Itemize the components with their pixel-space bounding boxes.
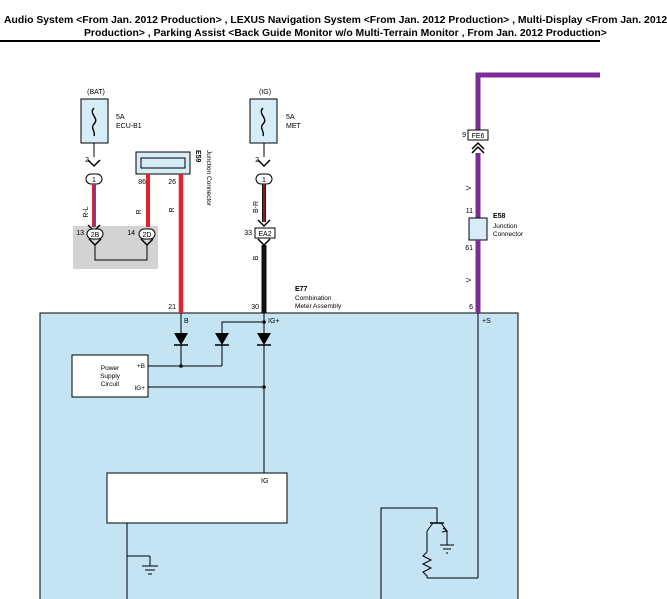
fuse-ecu-b1-box <box>80 98 109 144</box>
junction-connector-e59 <box>135 151 191 175</box>
title-line-1: Audio System <From Jan. 2012 Production>… <box>4 15 667 26</box>
wiring-diagram: (BAT) 5A ECU-B1 2 1 R-L 13 2B E59 Juncti… <box>39 72 600 599</box>
wire-color-r-2d: R <box>136 209 143 214</box>
svg-text:1: 1 <box>262 177 266 184</box>
ground-icon <box>142 556 158 575</box>
resistor-icon <box>421 551 433 578</box>
meter-pin-b-label: B <box>184 318 189 325</box>
ig-source-label: (IG) <box>259 89 271 96</box>
junction-e58-pin-11: 11 <box>466 208 473 215</box>
junction-e58-id: E58 <box>493 213 506 220</box>
junction-e59-id: E59 <box>194 150 201 163</box>
wire-color-r-meter: R <box>169 207 176 212</box>
fuse-ecu-b1-name: ECU-B1 <box>116 123 142 130</box>
junction-e58-pin-61: 61 <box>465 245 473 252</box>
svg-text:FE6: FE6 <box>472 133 485 140</box>
connector-fe6 <box>467 129 489 141</box>
wire-color-r-l: R-L <box>83 206 90 217</box>
connector-2b-pin: 13 <box>76 230 84 237</box>
junction-connector-e58 <box>468 217 488 241</box>
meter-id: E77 <box>295 286 308 293</box>
svg-text:2D: 2D <box>143 232 152 239</box>
ig-box-label: IG <box>261 478 268 485</box>
title-line-2: Production> , Parking Assist <Back Guide… <box>84 28 607 39</box>
junction-e59-label: Junction Connector <box>205 150 212 207</box>
psu-line-3: Circuit <box>101 381 120 388</box>
connector-ea2 <box>254 227 276 239</box>
meter-pin-6: 6 <box>469 304 473 311</box>
psu-pin-b: +B <box>137 363 145 370</box>
junction-e59-pin-26: 26 <box>168 179 176 186</box>
meter-label-2: Meter Assembly <box>295 303 342 310</box>
meter-pin-s-label: +S <box>482 318 491 325</box>
svg-text:EA2: EA2 <box>258 231 271 238</box>
svg-text:1: 1 <box>92 177 96 184</box>
fuse-icon <box>91 107 97 137</box>
junction-e58-label-2: Connector <box>493 231 524 238</box>
junction-e59-pin-86: 86 <box>138 179 146 186</box>
meter-label-1: Combination <box>295 295 332 302</box>
connector-fe6-pin: 9 <box>462 132 466 139</box>
fuse-met-rating: 5A <box>286 114 295 121</box>
psu-pin-ig: IG+ <box>134 385 145 392</box>
wire-color-v-upper: V <box>466 185 473 190</box>
meter-pin-30: 30 <box>251 304 259 311</box>
connector-ea2-pin: 33 <box>244 230 252 237</box>
fuse-ecu-b1-rating: 5A <box>116 114 125 121</box>
connector-2b <box>86 228 104 240</box>
bat-source-label: (BAT) <box>87 89 105 96</box>
fuse-met-box <box>249 98 278 144</box>
meter-pin-21: 21 <box>168 304 176 311</box>
power-supply-circuit-box <box>71 354 149 398</box>
diagram-title-header: Audio System <From Jan. 2012 Production>… <box>0 0 667 42</box>
connector-2d <box>138 228 156 240</box>
ig-logic-box <box>106 472 288 524</box>
wire-color-b-r: B-R <box>253 201 260 213</box>
psu-line-1: Power <box>101 365 120 372</box>
connector-2d-pin: 14 <box>127 230 135 237</box>
wire-color-b: B <box>253 255 260 260</box>
svg-text:2B: 2B <box>91 232 100 239</box>
fuse-met-name: MET <box>286 123 302 130</box>
fuse-icon <box>260 107 266 137</box>
fuse-ig-pin: 2 <box>255 157 259 164</box>
meter-pin-ig-label: IG+ <box>268 318 279 325</box>
ground-icon <box>440 541 454 554</box>
psu-line-2: Supply <box>100 373 121 380</box>
wire-color-v-lower: V <box>466 277 473 282</box>
fuse-bat-pin: 2 <box>85 157 89 164</box>
junction-e58-label-1: Junction <box>493 223 518 230</box>
wire-violet-top <box>475 72 600 130</box>
